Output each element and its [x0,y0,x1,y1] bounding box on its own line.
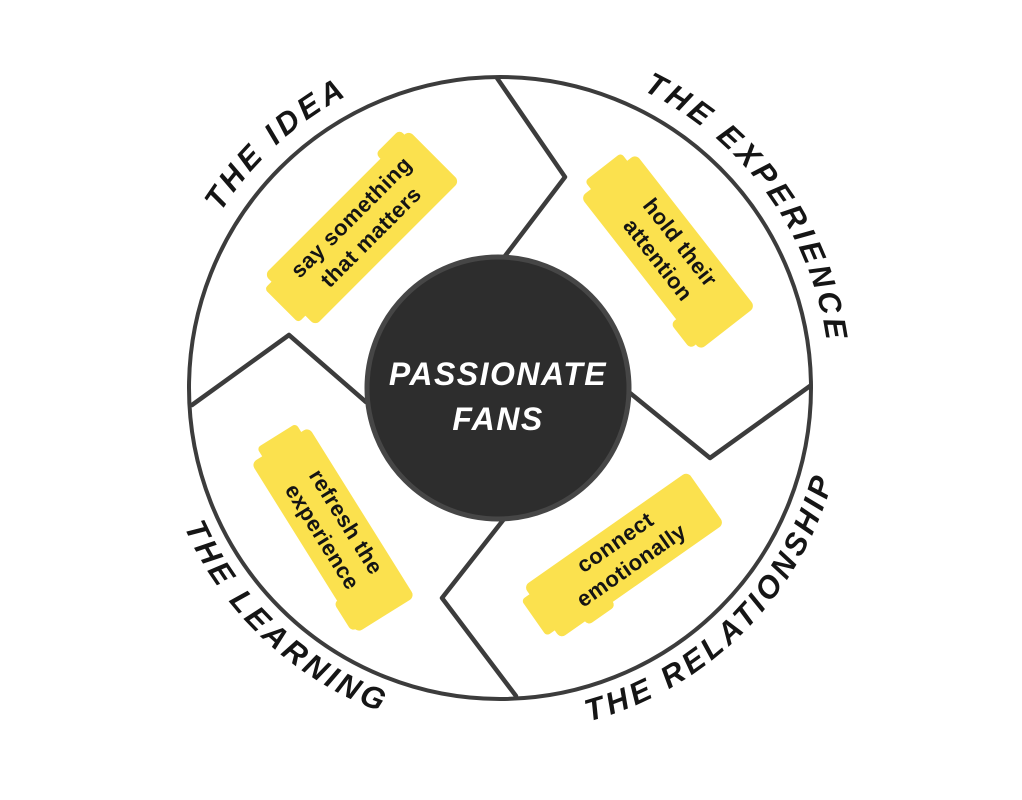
brush-texture [258,424,304,462]
divider-top [494,75,568,259]
highlight-band [266,132,458,324]
divider-left [189,332,369,408]
divider-bottom [439,516,519,699]
brush-texture [522,591,560,635]
brush-texture [672,317,699,347]
brush-texture [377,131,408,162]
highlight-band [583,156,753,348]
brush-texture [335,597,362,630]
highlight-band [526,473,722,637]
center-circle [364,254,632,522]
center-title-line1: PASSIONATE [389,356,607,392]
brush-texture [266,277,310,322]
highlight-band [253,429,413,631]
divider-right [627,383,813,461]
brush-texture [586,154,631,194]
brush-texture [582,597,614,624]
center-title-line2: FANS [452,401,543,437]
